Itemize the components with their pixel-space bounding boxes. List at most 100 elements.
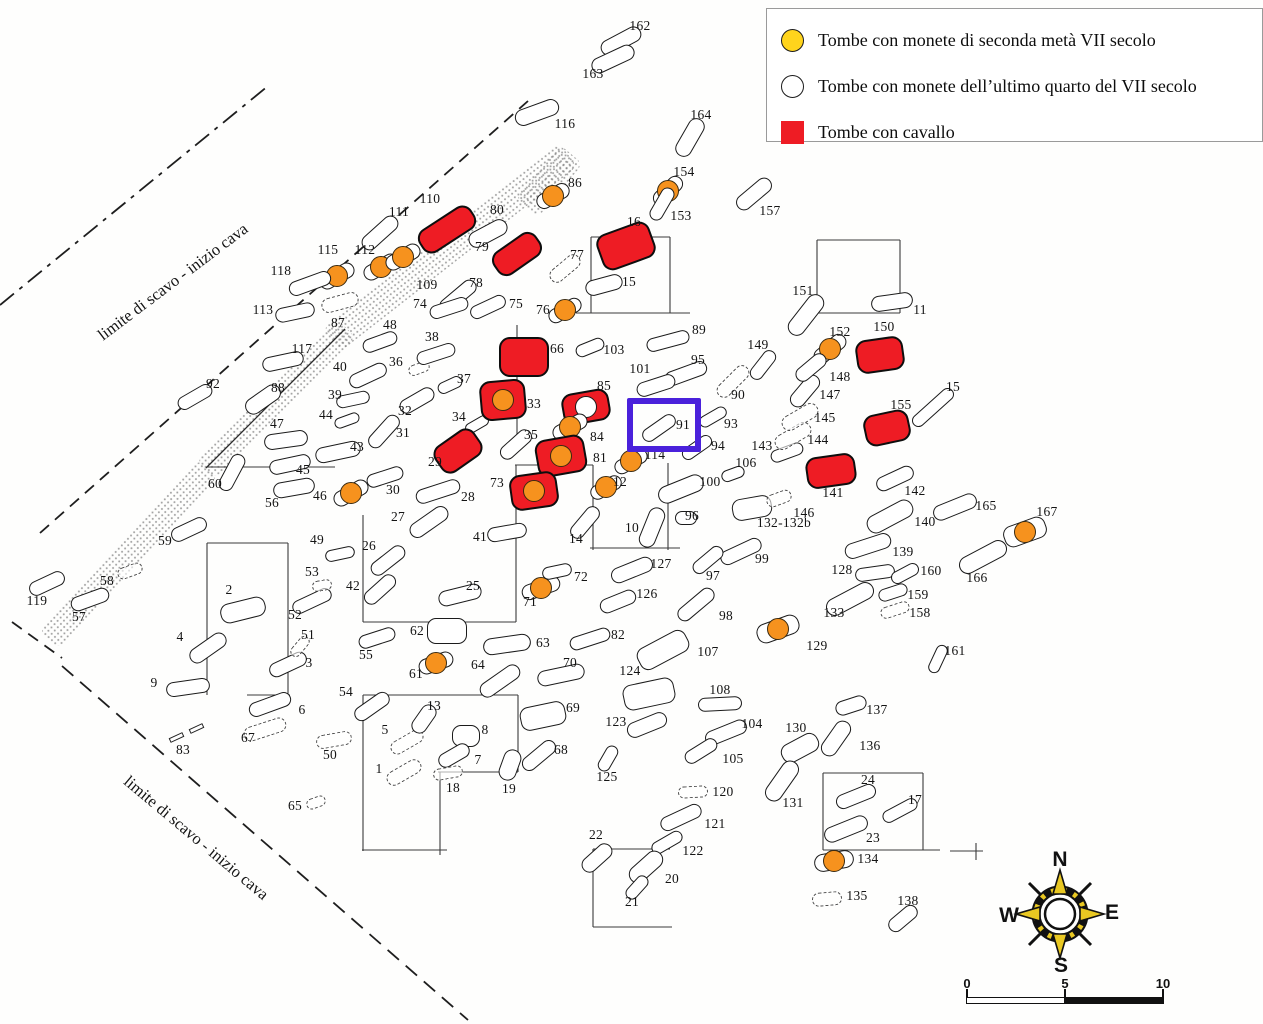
tomb-number: 125 [596,769,618,784]
tomb-shape [878,599,912,621]
tomb-shape [432,764,464,782]
tomb-number: 77 [569,247,585,262]
tomb-number: 57 [71,609,87,624]
tomb-number: 151 [792,283,814,298]
tomb-shape [263,429,309,451]
tomb-shape [346,359,390,391]
legend-label: Tombe con cavallo [818,121,955,142]
tomb-shape [888,560,922,586]
tomb-number: 37 [456,371,472,386]
tomb-shape [863,495,917,537]
compass-w-label: W [999,904,1019,927]
tomb-number: 29 [427,454,443,469]
tomb-shape [165,676,211,698]
tomb-number: 123 [605,714,627,729]
orange-coin-marker [554,299,576,321]
tomb-shape [360,570,400,608]
tomb-number: 158 [909,605,931,620]
orange-coin-marker [550,445,572,467]
scale-10-label: 10 [1155,976,1171,991]
tomb-number: 3 [305,655,313,670]
tomb-number: 18 [445,780,461,795]
tomb-number: 121 [704,816,726,831]
tomb-number: 130 [785,720,807,735]
tomb-shape [608,554,656,586]
tomb-number: 12 [612,474,628,489]
tomb-number: 70 [562,655,578,670]
tomb-number: 150 [873,319,895,334]
tomb-shape [853,334,907,376]
tomb-number: 122 [682,843,704,858]
legend-row-red: Tombe con cavallo [781,119,955,145]
tomb-number: 145 [814,410,836,425]
tomb-number: 16 [626,214,642,229]
tomb-number: 5 [381,722,389,737]
tomb-number: 73 [489,475,505,490]
tomb-number: 146 [793,505,815,520]
tomb-shape [677,785,709,799]
tomb-number: 124 [619,663,641,678]
orange-coin-marker [425,652,447,674]
tomb-number: 36 [388,354,404,369]
compass-e-label: E [1104,901,1120,924]
tomb-number: 104 [741,716,763,731]
legend-row-orange: Tombe con monete di seconda metà VII sec… [781,27,1156,53]
tomb-number: 135 [846,888,868,903]
tomb-number: 9 [150,675,158,690]
tomb-shape [817,716,855,760]
tomb-number: 21 [624,894,640,909]
tomb-shape [583,272,625,298]
tomb-number: 128 [831,562,853,577]
tomb-number: 74 [412,296,428,311]
tomb-number: 105 [722,751,744,766]
tomb-number: 55 [358,647,374,662]
tomb-number: 127 [650,556,672,571]
tomb-number: 139 [892,544,914,559]
tomb-number: 103 [603,342,625,357]
white-circle-icon [781,74,804,98]
tomb-number: 65 [287,798,303,813]
tomb-number: 10 [624,520,640,535]
tomb-shape [351,688,393,724]
tomb-number: 13 [426,698,442,713]
tomb-number: 32 [397,403,413,418]
tomb-shape [496,746,524,784]
tomb-number: 78 [468,275,484,290]
boundary-dashed-line [11,621,63,659]
tomb-shape [406,502,452,542]
tomb-shape [482,632,532,656]
scale-segment-dark [1065,997,1164,1004]
tomb-number: 35 [523,427,539,442]
tomb-shape [833,692,869,718]
tomb-number: 19 [501,781,517,796]
tomb-shape [168,514,210,544]
orange-coin-marker [595,476,617,498]
tomb-shape [540,561,574,581]
orange-coin-marker [523,480,545,502]
tomb-number: 53 [304,564,320,579]
tomb-number: 66 [549,341,565,356]
tomb-shape [414,341,458,367]
tomb-number: 136 [859,738,881,753]
tomb-number: 42 [345,578,361,593]
tomb-shape [319,289,361,315]
tomb-shape [383,756,425,788]
tomb-number: 108 [709,682,731,697]
tomb-shape [578,840,616,876]
tomb-number: 107 [697,644,719,659]
tomb-number: 129 [806,638,828,653]
tomb-shape [861,407,913,449]
tomb-number: 68 [553,742,569,757]
tomb-number: 134 [857,851,879,866]
orange-coin-marker [1014,521,1036,543]
tomb-number: 27 [390,509,406,524]
tomb-shape [427,618,467,644]
red-square-icon [781,120,804,144]
tomb-shape [624,709,670,741]
tomb-number: 141 [822,485,844,500]
orange-coin-marker [392,246,414,268]
tomb-number: 116 [554,116,576,131]
tomb-shape [811,890,843,908]
tomb-number: 83 [175,742,191,757]
